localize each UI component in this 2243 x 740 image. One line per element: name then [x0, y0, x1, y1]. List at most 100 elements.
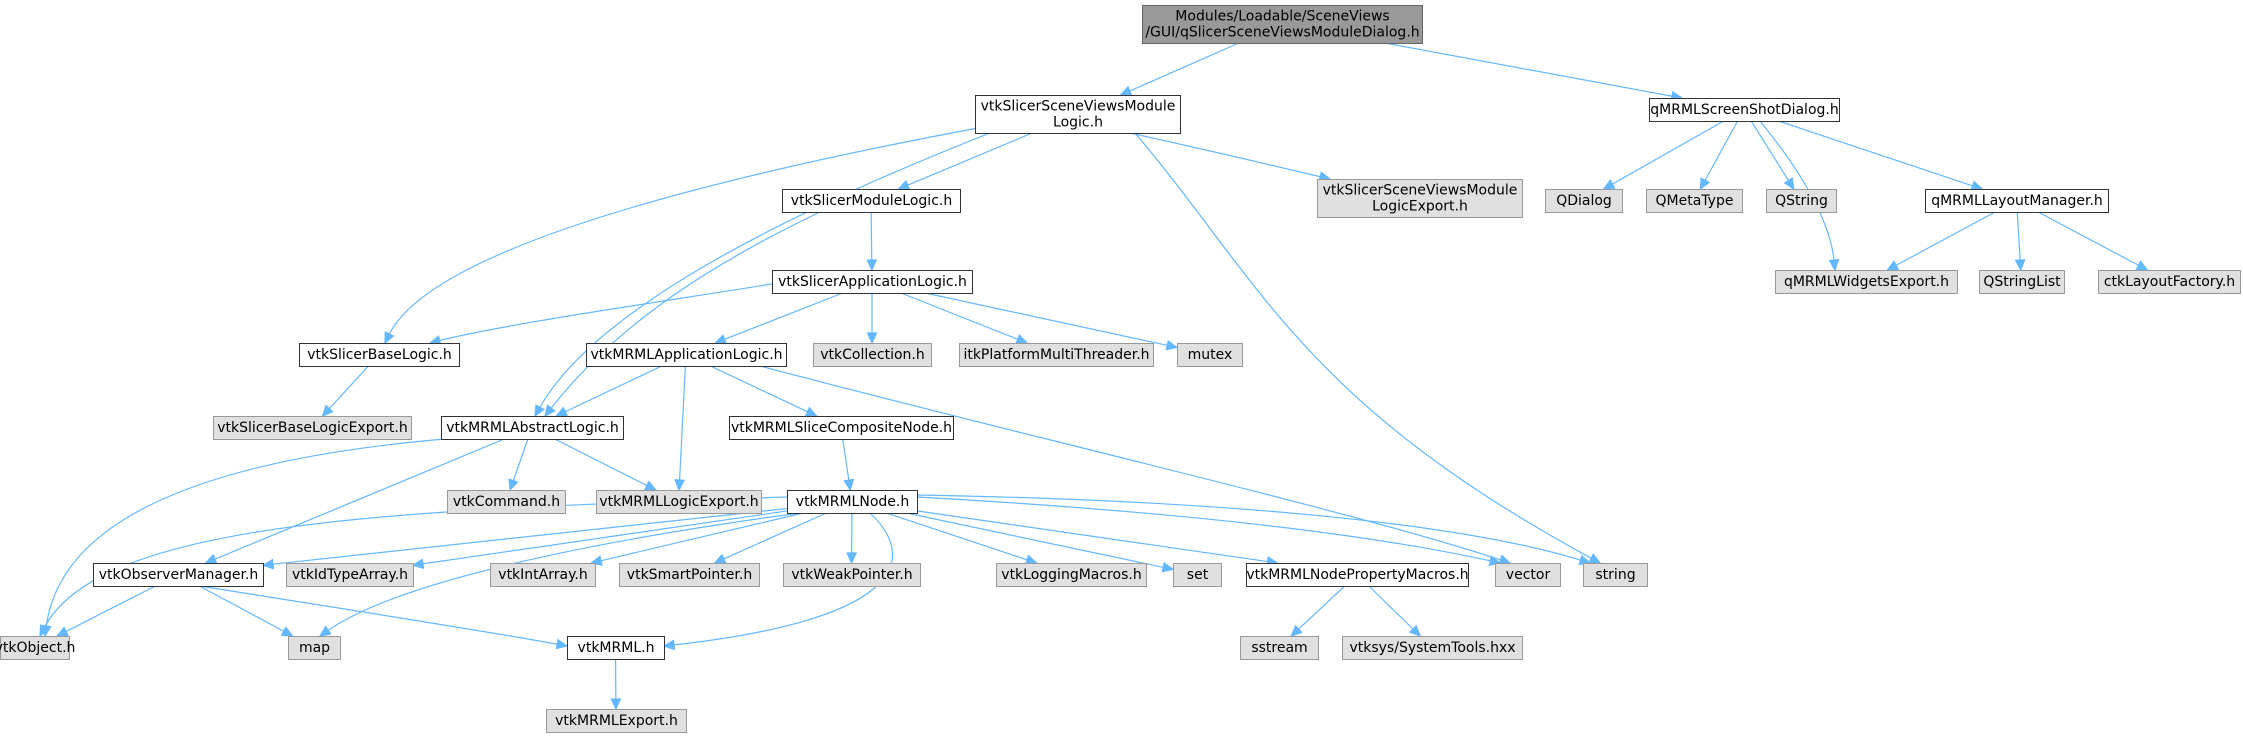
node-label: mutex: [1188, 347, 1233, 363]
node-string: string: [1583, 563, 1648, 587]
nodes-layer: Modules/Loadable/SceneViews/GUI/qSlicerS…: [0, 5, 2241, 733]
node-label: vtkIntArray.h: [498, 567, 587, 583]
edge-obsMgr-to-vtkMRML: [199, 585, 569, 650]
node-label: vtkObserverManager.h: [99, 567, 259, 583]
node-label: QString: [1775, 193, 1828, 209]
edge-appLogic-to-collection: [866, 293, 878, 345]
node-widgetsExport: qMRMLWidgetsExport.h: [1775, 270, 1958, 294]
node-qDialog: QDialog: [1545, 189, 1623, 213]
edge-sliceComp-to-mrmlNode: [842, 438, 855, 492]
edge-qScreenShot-to-qDialog: [1602, 120, 1725, 190]
node-sysTools: vtksys/SystemTools.hxx: [1342, 636, 1523, 660]
node-ctkLayout: ctkLayoutFactory.h: [2098, 270, 2241, 294]
node-vtkObject: vtkObject.h: [0, 636, 75, 660]
edge-svmLogic-to-absLogic: [534, 132, 991, 418]
node-label: vtkSlicerBaseLogicExport.h: [217, 420, 407, 436]
edge-mrmlNode-to-vtkMRML: [662, 512, 894, 651]
node-label: Modules/Loadable/SceneViews: [1175, 9, 1389, 25]
node-label: itkPlatformMultiThreader.h: [963, 347, 1149, 363]
edge-mrmlAppLogic-to-mrmlLogicExport: [674, 365, 687, 492]
node-label: vtkMRMLSliceCompositeNode.h: [731, 420, 952, 436]
edge-layoutMgr-to-qStringList: [2014, 211, 2026, 272]
node-propMacros[interactable]: vtkMRMLNodePropertyMacros.h: [1246, 563, 1469, 587]
edge-moduleLogic-to-absLogic: [544, 211, 821, 418]
node-smartPtr: vtkSmartPointer.h: [619, 563, 760, 587]
node-command: vtkCommand.h: [447, 490, 566, 514]
node-map: map: [288, 636, 341, 660]
edge-mrmlNode-to-idType: [411, 510, 788, 570]
node-label: qMRMLScreenShotDialog.h: [1650, 102, 1838, 118]
edge-vtkMRML-to-mrmlExport: [610, 658, 622, 711]
node-mrmlLogicExport: vtkMRMLLogicExport.h: [596, 490, 762, 514]
node-label: vtkSlicerSceneViewsModule: [1323, 183, 1518, 199]
edge-mrmlNode-to-string: [916, 494, 1592, 566]
node-mrmlExport: vtkMRMLExport.h: [546, 709, 687, 733]
node-absLogic[interactable]: vtkMRMLAbstractLogic.h: [441, 416, 624, 440]
edge-mrmlNode-to-intArray: [589, 512, 804, 566]
node-root[interactable]: Modules/Loadable/SceneViews/GUI/qSlicerS…: [1142, 5, 1423, 44]
edge-mrmlNode-to-map: [318, 512, 801, 637]
node-label: vtkMRMLLogicExport.h: [599, 494, 758, 510]
edge-mrmlAppLogic-to-sliceComp: [710, 365, 818, 417]
node-sstream: sstream: [1240, 636, 1319, 660]
node-label: LogicExport.h: [1372, 199, 1468, 215]
node-label: vtkMRMLAbstractLogic.h: [446, 420, 619, 436]
edge-mrmlNode-to-obsMgr: [261, 507, 788, 570]
node-moduleLogic[interactable]: vtkSlicerModuleLogic.h: [782, 189, 961, 213]
node-sliceComp[interactable]: vtkMRMLSliceCompositeNode.h: [729, 416, 954, 440]
edge-propMacros-to-sysTools: [1368, 585, 1422, 638]
edge-moduleLogic-to-appLogic: [866, 211, 878, 272]
node-label: vtkMRMLApplicationLogic.h: [590, 347, 782, 363]
node-label: qMRMLLayoutManager.h: [1931, 193, 2103, 209]
node-mrmlAppLogic[interactable]: vtkMRMLApplicationLogic.h: [586, 343, 787, 367]
edge-mrmlNode-to-propMacros: [916, 510, 1279, 567]
node-label: vtkSmartPointer.h: [627, 567, 752, 583]
node-idType: vtkIdTypeArray.h: [286, 563, 414, 587]
node-label: vtkMRMLNode.h: [796, 494, 909, 510]
node-qStringList: QStringList: [1979, 270, 2065, 294]
edge-baseLogic-to-baseExport: [321, 365, 369, 418]
node-vector: vector: [1495, 563, 1561, 587]
edge-obsMgr-to-vtkObject: [55, 585, 156, 637]
node-obsMgr[interactable]: vtkObserverManager.h: [93, 563, 264, 587]
node-label: vtkSlicerSceneViewsModule: [981, 99, 1176, 115]
edge-mrmlNode-to-set: [906, 512, 1175, 573]
node-label: vtkMRMLExport.h: [555, 713, 678, 729]
node-label: vtkCommand.h: [453, 494, 560, 510]
edge-layoutMgr-to-widgetsExport: [1886, 211, 1996, 271]
node-label: sstream: [1251, 640, 1307, 656]
node-label: vtkSlicerModuleLogic.h: [791, 193, 952, 209]
edge-mrmlAppLogic-to-absLogic: [554, 365, 662, 417]
edge-mrmlNode-to-weakPtr: [846, 512, 858, 565]
edges-layer: [39, 42, 2149, 711]
node-label: string: [1595, 567, 1635, 583]
node-label: vtkMRML.h: [578, 640, 655, 656]
node-vtkMRML[interactable]: vtkMRML.h: [567, 636, 665, 660]
edge-absLogic-to-mrmlLogicExport: [554, 438, 658, 491]
edge-appLogic-to-baseLogic: [428, 283, 773, 346]
edge-svmLogic-to-moduleLogic: [897, 132, 1033, 190]
node-label: QStringList: [1983, 274, 2061, 290]
node-layoutMgr[interactable]: qMRMLLayoutManager.h: [1925, 189, 2109, 213]
node-baseExport: vtkSlicerBaseLogicExport.h: [213, 416, 412, 440]
node-mrmlNode[interactable]: vtkMRMLNode.h: [787, 490, 918, 514]
node-baseLogic[interactable]: vtkSlicerBaseLogic.h: [299, 343, 460, 367]
node-label: vtkObject.h: [0, 640, 75, 656]
edge-appLogic-to-mrmlAppLogic: [713, 292, 843, 345]
node-label: set: [1187, 567, 1209, 583]
edge-root-to-svmLogic: [1119, 42, 1240, 96]
edge-qScreenShot-to-qString: [1750, 120, 1795, 191]
edge-svmLogic-to-svmExport: [1129, 132, 1332, 182]
edge-appLogic-to-itkThreader: [900, 292, 1029, 345]
edge-qScreenShot-to-layoutMgr: [1778, 120, 1984, 191]
node-qScreenShot[interactable]: qMRMLScreenShotDialog.h: [1649, 98, 1840, 122]
node-label: vtkSlicerApplicationLogic.h: [778, 274, 967, 290]
node-appLogic[interactable]: vtkSlicerApplicationLogic.h: [772, 270, 973, 294]
node-intArray: vtkIntArray.h: [490, 563, 596, 587]
edge-appLogic-to-mutex: [925, 292, 1179, 351]
node-set: set: [1173, 563, 1222, 587]
node-label: vtkCollection.h: [820, 347, 924, 363]
edge-obsMgr-to-map: [199, 585, 294, 637]
